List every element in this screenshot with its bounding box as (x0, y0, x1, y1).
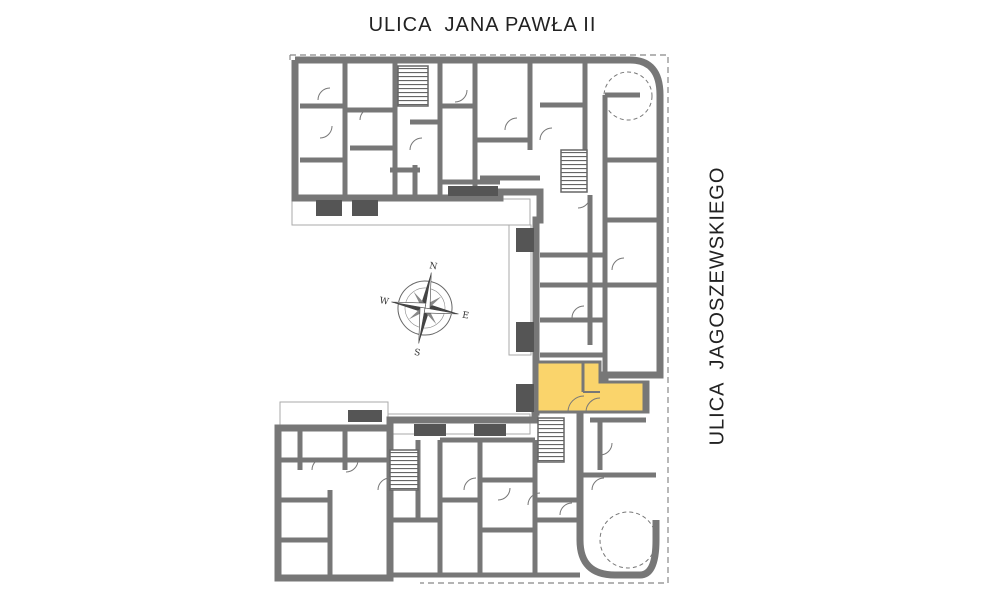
staircase-northeast (560, 149, 588, 193)
staircase-south (537, 417, 565, 463)
balcony-outlines (279, 198, 532, 435)
door-swings (311, 71, 657, 569)
compass-north-label: N (428, 261, 438, 272)
staircase-north (397, 65, 429, 107)
selected-apartment[interactable] (535, 360, 646, 414)
compass-west-label: W (379, 296, 391, 308)
street-label-north: ULICA JANA PAWŁA II (368, 14, 597, 36)
compass-south-label: S (413, 348, 421, 359)
staircase-southwest (389, 449, 419, 491)
balcony-storage (316, 186, 534, 436)
compass-rose: N E S W (379, 261, 470, 359)
terrace-outline (289, 54, 669, 584)
staircases (389, 65, 588, 491)
compass-east-label: E (461, 311, 469, 322)
building-inner-walls (280, 62, 660, 578)
